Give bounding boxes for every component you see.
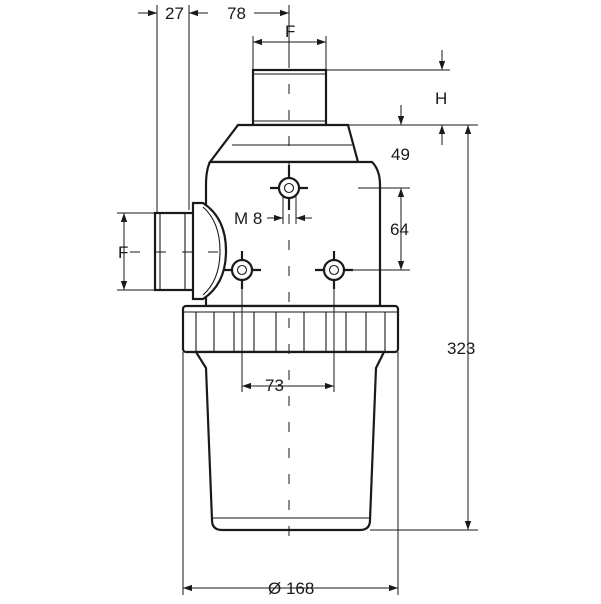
dim-323-label: 323 [447, 339, 475, 358]
dimension-73 [241, 289, 335, 392]
dim-27-label: 27 [165, 4, 184, 23]
dim-h-label: H [435, 89, 447, 108]
dimension-27-78 [138, 5, 290, 213]
filter-cap [207, 123, 360, 164]
dim-m8-label: M 8 [234, 209, 262, 228]
mount-boss-left [223, 251, 261, 289]
dim-168-label: Ø 168 [268, 579, 314, 598]
dim-f-left-label: F [118, 243, 128, 262]
side-inlet-dome [191, 201, 228, 301]
mount-boss-right [315, 251, 353, 289]
dim-49-label: 49 [391, 145, 410, 164]
ring-ribs [195, 312, 386, 352]
dimension-f-top [252, 36, 327, 70]
filter-housing [153, 68, 400, 532]
dim-78-label: 78 [227, 4, 246, 23]
dimension-h [326, 50, 450, 145]
dimension-168 [182, 352, 399, 595]
dimension-323 [370, 125, 478, 531]
dimension-49 [338, 105, 478, 270]
dim-64-label: 64 [390, 220, 409, 239]
dimension-f-left [117, 212, 155, 291]
dim-73-label: 73 [265, 376, 284, 395]
mount-boss-top [270, 165, 308, 210]
dim-f-top-label: F [285, 22, 295, 41]
filter-bowl [194, 350, 386, 532]
dimension-m8 [267, 196, 312, 224]
